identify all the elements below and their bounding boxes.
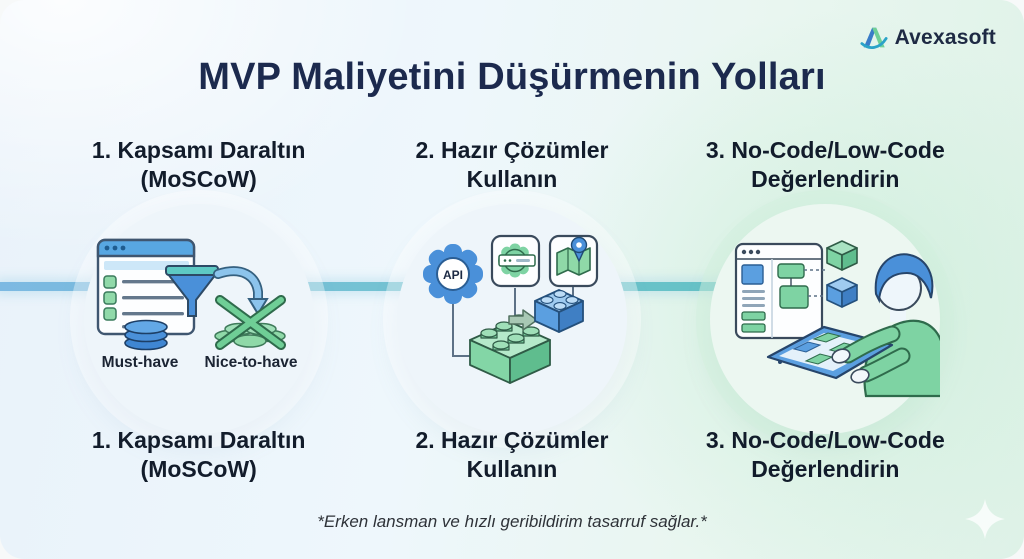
plugin-gear-icon [490, 234, 541, 288]
insert-arrow-icon [508, 309, 538, 331]
cube-green-icon [826, 240, 859, 271]
api-label: API [443, 268, 463, 282]
hair-icon [875, 253, 934, 304]
section-heading-top: 2. Hazır Çözümler Kullanın [415, 137, 609, 193]
brand-name: Avexasoft [894, 26, 996, 49]
section-heading-bottom: 2. Hazır Çözümler Kullanın [415, 427, 609, 483]
illustration-circle-ready-solutions: API [396, 204, 627, 434]
coins-green-crossed-icon [213, 295, 286, 350]
cube-blue-icon [826, 277, 859, 308]
moscow-illustration: Must-have Nice-to-have [96, 238, 298, 371]
nice-to-have-label: Nice-to-have [204, 354, 297, 371]
funnel-icon [164, 265, 219, 317]
must-have-label: Must-have [101, 354, 178, 371]
avexasoft-logo-icon [860, 27, 888, 49]
illustration-circle-moscow: Must-have Nice-to-have [83, 204, 314, 434]
lego-brick-blue-icon [534, 289, 584, 333]
timeline-connector-line [0, 282, 760, 291]
ui-builder-window-icon [735, 242, 826, 340]
x-mark-icon [214, 295, 286, 350]
ready-solutions-illustration: API [422, 234, 599, 384]
section-heading-top: 1. Kapsamı Daraltın (MoSCoW) [91, 137, 306, 193]
illustration-circle-no-code [710, 204, 941, 434]
brand-logo: Avexasoft [860, 24, 996, 52]
sparkle-icon [965, 499, 1005, 539]
section-heading-top: 3. No-Code/Low-Code Değerlendirin [705, 137, 945, 193]
page-title: MVP Maliyetini Düşürmenin Yolları [198, 56, 826, 98]
section-heading-bottom: 1. Kapsamı Daraltın (MoSCoW) [91, 427, 306, 483]
footnote: *Erken lansman ve hızlı geribildirim tas… [317, 512, 707, 531]
no-code-illustration [735, 240, 941, 398]
lego-brick-green-icon [469, 314, 551, 384]
section-no-code: 3. No-Code/Low-Code Değerlendirin [669, 136, 982, 434]
curved-arrow-icon [212, 266, 269, 316]
section-heading-bottom: 3. No-Code/Low-Code Değerlendirin [705, 427, 945, 483]
map-pin-icon [548, 234, 599, 288]
coins-blue-icon [123, 319, 168, 351]
api-gear-icon: API [422, 244, 483, 304]
section-narrow-scope: 1. Kapsamı Daraltın (MoSCoW) [42, 136, 355, 434]
section-ready-solutions: 2. Hazır Çözümler Kullanın [355, 136, 668, 434]
person-arms [831, 325, 911, 384]
